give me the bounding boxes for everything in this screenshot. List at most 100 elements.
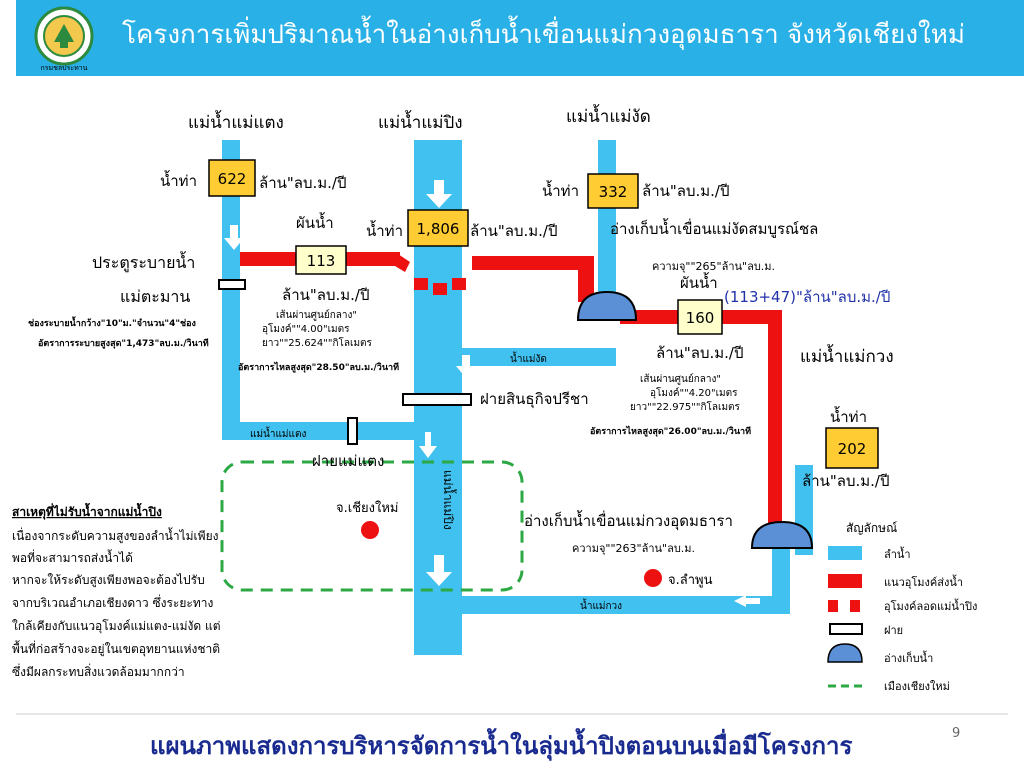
legend: สัญลักษณ์ ลำน้ำ แนวอุโมงค์ส่งน้ำ อุโมงค์… [827,521,977,693]
inflow-value-mae-ping: 1,806 [417,220,460,238]
royal-irrigation-logo: กรมชลประทาน [34,6,94,72]
inflow-box [587,173,639,209]
inflow-label: น้ำท่า [542,180,579,200]
inflow-box [208,159,256,197]
river-title-mae-ngat: แม่น้ำแม่งัด [566,104,651,127]
header-bar: กรมชลประทาน โครงการเพิ่มปริมาณน้ำในอ่างเ… [16,0,1024,76]
page-title: โครงการเพิ่มปริมาณน้ำในอ่างเก็บน้ำเขื่อน… [122,20,965,50]
tunnel-under-ping-2 [433,283,447,295]
legend-tunnel-symbol [828,574,862,588]
inflow-unit: ล้าน"ลบ.ม./ปี [802,472,889,490]
tunnels [240,252,782,528]
reservoir-mae-ngat-capacity: ความจุ""265"ล้าน"ลบ.ม. [652,260,775,273]
tunnel-edge-west [395,252,410,272]
diversion-label: ผันน้ำ [296,212,334,232]
arrow-down-icon [224,225,244,250]
inflow-unit: ล้าน"ลบ.ม./ปี [470,222,557,240]
legend-title: สัญลักษณ์ [846,521,897,535]
river-mae-kuang-lower [448,596,790,614]
note-line: พื้นที่ก่อสร้างจะอยู่ในเขตอุทยานแห่งชาติ [12,640,220,657]
diversion-2-note: (113+47)"ล้าน"ลบ.ม./ปี [724,288,890,306]
flow-arrows [224,180,760,628]
reservoir-mae-kuang-name: อ่างเก็บน้ำเขื่อนแม่กวงอุดมธารา [524,510,733,531]
arrow-down-icon [426,180,452,208]
note-line: ใกล้เคียงกับแนวอุโมงค์แม่แตง-แม่งัด แต่ [12,619,221,634]
reservoir-mae-kuang-capacity: ความจุ""263"ล้าน"ลบ.ม. [572,542,695,555]
arrow-tail [746,598,760,604]
note-line: หากจะให้ระดับสูงเพียงพอจะต้องไปรับ [12,573,205,588]
tunnel-1-detail: อัตราการไหลสูงสุด"28.50"ลบ.ม./วินาที [238,361,399,373]
tunnel-drop [578,256,594,302]
arrow-down-icon [426,555,452,586]
legend-river-symbol [828,546,862,560]
diversion-box [677,299,723,335]
city-marker-lamphun [644,569,662,587]
river-title-mae-kuang: แม่น้ำแม่กวง [800,344,894,367]
diversion-unit: ล้าน"ลบ.ม./ปี [656,344,743,362]
tunnel-1-detail: ยาว""25.624""กิโลเมตร [262,336,373,349]
place-chiang-mai: จ.เชียงใหม่ [336,500,398,516]
legend-label: แนวอุโมงค์ส่งน้ำ [884,574,963,589]
reservoir-mae-ngat-name: อ่างเก็บน้ำเขื่อนแม่งัดสมบูรณ์ชล [610,218,818,238]
footer-title: แผนภาพแสดงการบริหารจัดการน้ำในลุ่มน้ำปิง… [150,732,853,760]
inflow-value-mae-ngat: 332 [599,183,628,201]
river-title-mae-ping: แม่น้ำแม่ปิง [378,110,463,133]
tunnel-2-detail: อุโมงค์""4.20"เมตร [650,386,738,399]
channel-label-mae-ping: แม่น้ำแม่ปิง [441,470,457,530]
tunnel-1-detail: อุโมงค์""4.00"เมตร [262,322,350,335]
river-title-mae-taeng: แม่น้ำแม่แตง [188,110,284,133]
weir-mae-taeng-label: ฝายแม่แตง [312,452,384,470]
weir-sinthu-symbol [402,393,472,406]
reservoir-mae-ngat-symbol [576,290,638,321]
tunnel-2-detail: ยาว""22.975""กิโลเมตร [630,400,741,413]
tunnel-2-detail: อัตราการไหลสูงสุด"26.00"ลบ.ม./วินาที [590,425,751,437]
weir-mae-taman-title: ประตูระบายน้ำ [92,251,195,273]
arrow-down-icon [419,432,437,458]
inflow-value-mae-taeng: 622 [218,170,247,188]
water-diagram: แม่น้ำแม่แตง แม่น้ำแม่ปิง แม่น้ำแม่งัด แ… [12,104,1008,715]
diversion-box [295,245,347,275]
note-line: เนื่องจากระดับความสูงของลำน้ำไม่เพียง [12,527,218,544]
reservoir-mae-kuang-symbol [750,520,814,549]
tunnel-ngat-kuang-down [768,310,782,528]
tunnel-under-ping-1 [414,278,428,290]
inflow-box [407,209,469,247]
place-lamphun: จ.ลำพูน [668,573,713,588]
inflow-unit: ล้าน"ลบ.ม./ปี [259,174,346,192]
diversion-label: ผันน้ำ [680,272,718,292]
legend-label: ลำน้ำ [884,546,911,561]
legend-label: ฝาย [884,624,903,637]
page-number: 9 [952,726,961,741]
weir-mae-taman-detail: ช่องระบายน้ำกว้าง"10"ม."จำนวน"4"ช่อง [28,316,196,329]
legend-label: อุโมงค์ลอดแม่น้ำปิง [884,598,977,613]
channel-label-mae-taeng: แม่น้ำแม่แตง [250,426,306,440]
note-line: ซึ่งมีผลกระทบสิ่งแวดล้อมมากกว่า [12,663,185,679]
diversion-value-1: 113 [307,252,336,270]
inflow-label: น้ำท่า [160,170,197,190]
tunnel-2-detail: เส้นผ่านศูนย์กลาง" [640,373,721,385]
weir-mae-taman-symbol [218,279,246,290]
legend-label: อ่างเก็บน้ำ [884,650,933,665]
weir-mae-taeng-symbol [347,417,358,445]
legend-label: เมืองเชียงใหม่ [884,680,950,693]
river-mae-taeng-lower [222,422,422,440]
inflow-box [825,427,879,469]
note-title: สาเหตุที่ไม่รับน้ำจากแม่น้ำปิง [12,502,162,520]
weir-sinthu-label: ฝายสินธุกิจปรีชา [480,390,589,409]
river-mae-ngat-lower [448,348,616,366]
legend-tunnel-under-symbol [828,600,838,612]
inflow-value-mae-kuang: 202 [838,440,867,458]
arrow-down-icon [462,615,472,628]
inflow-unit: ล้าน"ลบ.ม./ปี [642,182,729,200]
chiang-mai-boundary [220,460,524,592]
diversion-value-2: 160 [686,309,715,327]
channel-label-mae-ngat: น้ำแม่งัด [510,351,547,365]
tunnel-taeng-ngat-east [472,256,594,270]
arrow-left-icon [734,595,746,607]
arrow-curve-icon [456,355,476,378]
legend-tunnel-under-symbol [850,600,860,612]
note-line: พอที่จะสามารถส่งน้ำได้ [12,549,133,565]
note-line: จากบริเวณอำเภอเชียงดาว ซึ่งระยะทาง [12,594,213,610]
diversion-unit: ล้าน"ลบ.ม./ปี [282,286,369,304]
tunnel-under-ping-3 [452,278,466,290]
